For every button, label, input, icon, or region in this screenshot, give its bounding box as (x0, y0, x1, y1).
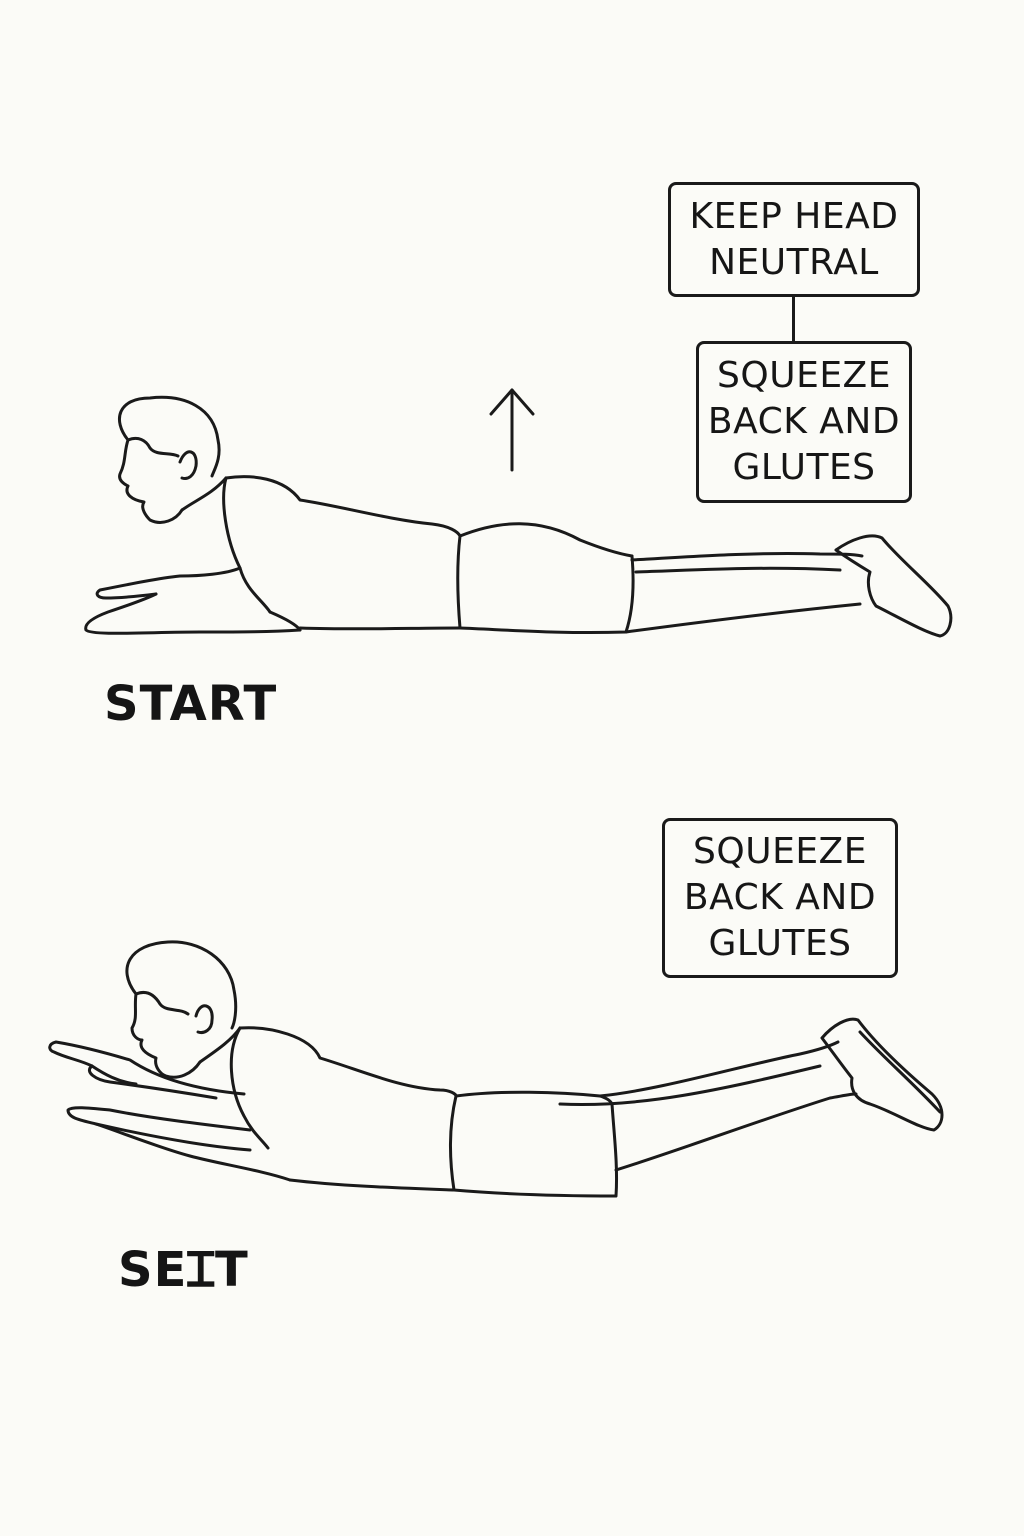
raised-ear (194, 1004, 214, 1034)
start-ear (178, 450, 198, 480)
raised-leg-top (598, 1040, 840, 1098)
callout-squeeze-back-glutes-raised: SQUEEZE BACK AND GLUTES (662, 818, 898, 978)
raised-arm-bottom (66, 1106, 292, 1182)
start-head (117, 395, 221, 478)
start-foot (834, 534, 953, 638)
raised-foot (820, 1017, 944, 1132)
start-shorts-top (458, 522, 634, 558)
callout-squeeze-back-glutes-start: SQUEEZE BACK AND GLUTES (696, 341, 912, 503)
start-neck (180, 476, 228, 512)
start-arm-lower (84, 592, 302, 635)
callout-keep-head-neutral: KEEP HEAD NEUTRAL (668, 182, 920, 297)
figure-raised-position (48, 940, 944, 1198)
raised-arm-bottom-line (94, 1122, 252, 1152)
raised-shirt-back (238, 1026, 458, 1098)
raised-hair-line (134, 990, 190, 1016)
start-shirt-front (222, 476, 272, 614)
start-leg-bottom (624, 602, 862, 634)
raised-shirt-front (229, 1026, 270, 1150)
start-shirt-back (224, 475, 462, 538)
stage-label-start: START (104, 676, 278, 732)
start-arm-upper (95, 566, 242, 600)
start-shoulder (268, 610, 302, 632)
raised-shirt-bottom (288, 1178, 456, 1192)
raised-head (125, 940, 238, 1030)
up-arrow-icon (489, 388, 535, 472)
start-shorts-split (456, 534, 462, 630)
start-leg-top (630, 551, 864, 562)
raised-leg-mid (558, 1064, 822, 1107)
raised-face (130, 992, 202, 1079)
start-shorts-leg (458, 554, 635, 635)
raised-shorts-top (454, 1090, 614, 1106)
raised-arm-top-lower (87, 1064, 218, 1100)
stage-label-raised: SEꞮT (118, 1242, 249, 1298)
raised-shorts-split (449, 1094, 458, 1192)
raised-shorts-leg (452, 1102, 619, 1198)
start-hair-line (126, 436, 180, 458)
start-leg-mid (634, 566, 842, 574)
start-shirt-bottom (298, 626, 462, 631)
start-face (118, 438, 184, 524)
figure-start-position (84, 395, 953, 638)
raised-leg-bottom (614, 1092, 858, 1172)
callout-connector-line (792, 296, 795, 342)
raised-foot-second (858, 1030, 942, 1114)
